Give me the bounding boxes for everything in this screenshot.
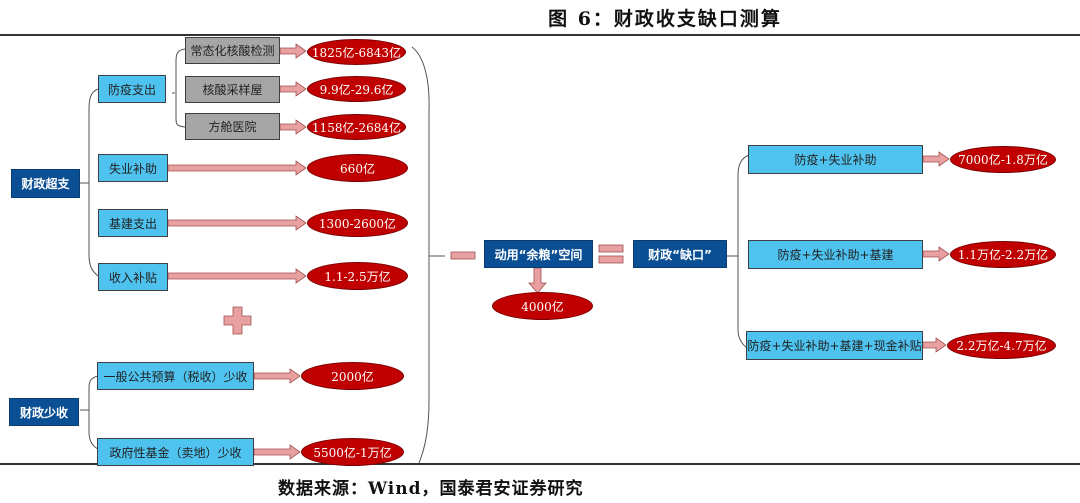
government-fund-node: 政府性基金（卖地）少收 (97, 438, 254, 466)
value-income-subsidy: 1.1-2.5万亿 (307, 262, 408, 290)
arrow-shelter-hospital (279, 119, 307, 135)
equals-icon (598, 244, 624, 264)
arrow-testing (279, 43, 307, 59)
value-scenario-2: 1.1万亿-2.2万亿 (950, 241, 1056, 268)
unemployment-node: 失业补助 (98, 154, 168, 182)
scenario-1-node: 防疫+失业补助 (748, 145, 923, 174)
arrow-income-subsidy (167, 268, 307, 284)
infrastructure-node: 基建支出 (98, 209, 168, 237)
minus-icon (450, 251, 476, 260)
bottom-rule (0, 463, 1080, 465)
figure-title-text: 图 6：财政收支缺口测算 (548, 8, 782, 30)
value-scenario-1: 7000亿-1.8万亿 (950, 146, 1056, 173)
gap-node: 财政“缺口” (633, 240, 727, 268)
overspend-node: 财政超支 (11, 169, 80, 198)
scenario-3-node: 防疫+失业补助+基建+现金补贴 (746, 331, 923, 360)
epidemic-item-testing: 常态化核酸检测 (185, 37, 280, 64)
value-general-budget: 2000亿 (301, 362, 404, 390)
value-shelter-hospital: 1158亿-2684亿 (307, 114, 406, 140)
epidemic-item-sampling-booth: 核酸采样屋 (185, 76, 280, 103)
bracket-underrevenue (80, 375, 99, 450)
value-testing: 1825亿-6843亿 (307, 39, 406, 65)
value-reserve: 4000亿 (492, 292, 593, 320)
figure-title: 图 6：财政收支缺口测算 (0, 4, 1080, 31)
value-unemployment: 660亿 (307, 154, 408, 182)
big-brace (411, 46, 430, 464)
plus-icon (223, 306, 252, 335)
arrow-government-fund (253, 444, 301, 460)
bracket-gap (727, 154, 750, 349)
reserve-node: 动用“余粮”空间 (484, 240, 593, 268)
income-subsidy-node: 收入补贴 (98, 263, 168, 291)
epidemic-node: 防疫支出 (98, 75, 166, 103)
arrow-layer (167, 43, 950, 460)
bracket-lines (80, 46, 750, 464)
value-government-fund: 5500亿-1万亿 (301, 438, 404, 466)
arrow-scenario-1 (922, 151, 950, 167)
down-arrow-icon (528, 267, 547, 294)
arrow-sampling-booth (279, 81, 307, 97)
epidemic-item-shelter-hospital: 方舱医院 (185, 113, 280, 140)
source-note: 数据来源：Wind，国泰君安证券研究 (278, 479, 584, 499)
general-budget-node: 一般公共预算（税收）少收 (97, 362, 254, 390)
arrow-scenario-3 (922, 337, 947, 353)
value-infrastructure: 1300-2600亿 (307, 209, 408, 237)
bracket-epidemic (172, 48, 186, 128)
bracket-overspend (80, 88, 99, 277)
scenario-2-node: 防疫+失业补助+基建 (748, 240, 923, 269)
arrow-general-budget (253, 368, 301, 384)
arrow-scenario-2 (922, 246, 950, 262)
value-sampling-booth: 9.9亿-29.6亿 (307, 76, 406, 102)
arrow-unemployment (167, 160, 307, 176)
value-scenario-3: 2.2万亿-4.7万亿 (947, 332, 1056, 359)
top-rule (0, 34, 1080, 36)
arrow-infrastructure (167, 215, 307, 231)
underrevenue-node: 财政少收 (9, 398, 79, 426)
